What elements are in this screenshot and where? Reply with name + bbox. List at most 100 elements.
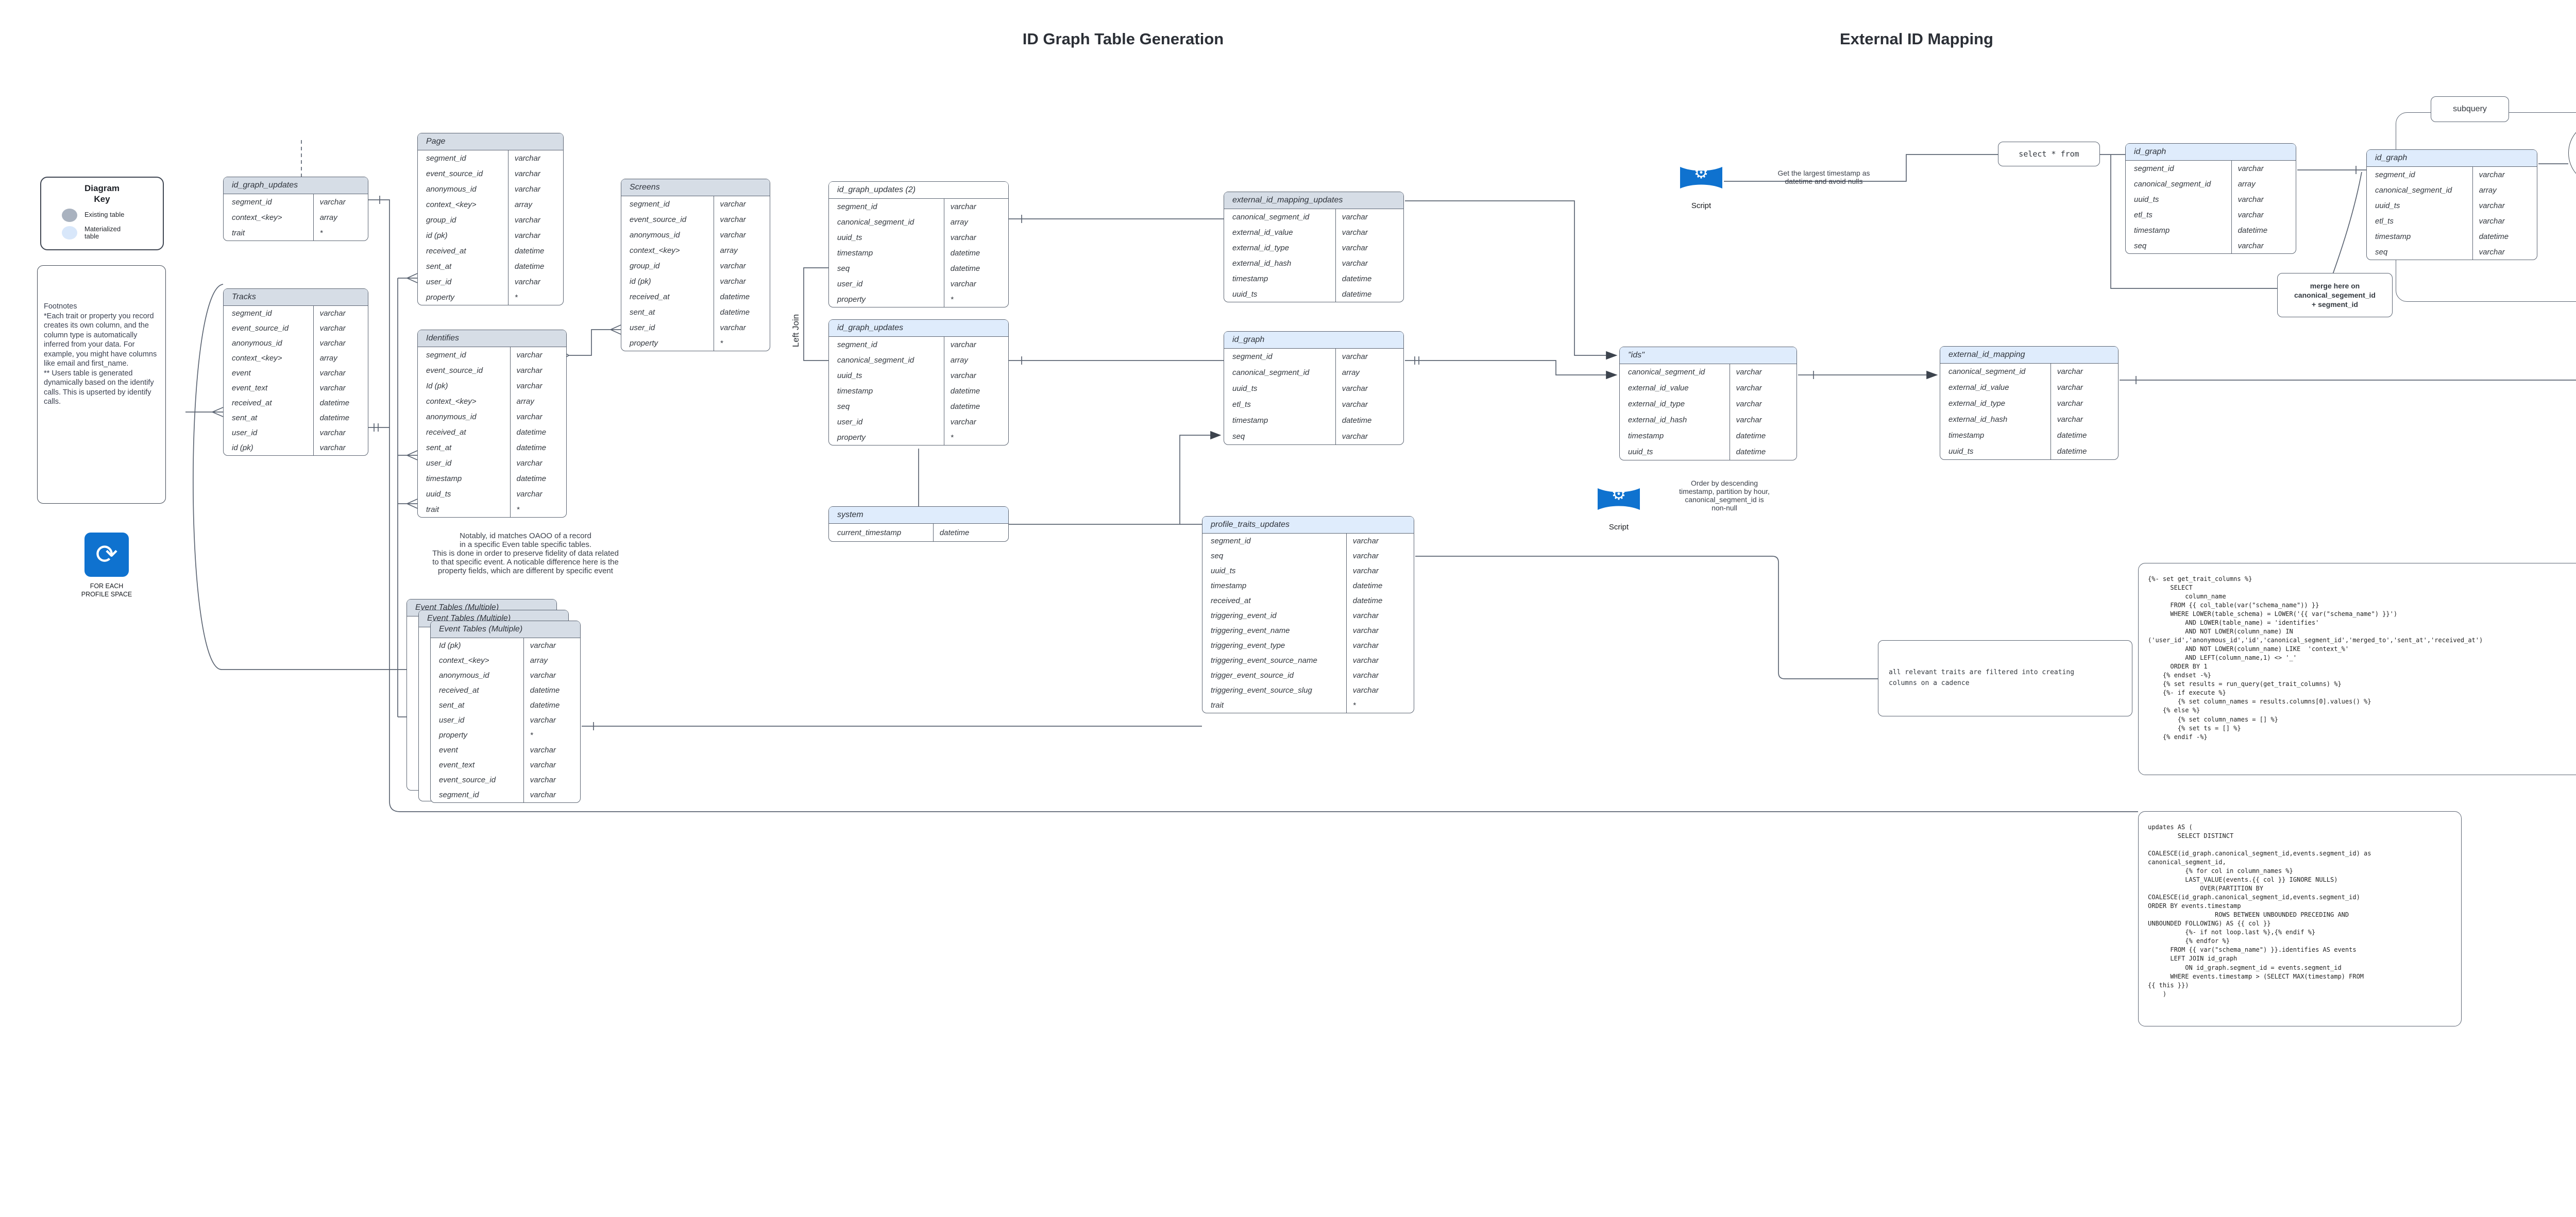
code-block-get-trait-columns[interactable]: {%- set get_trait_columns %} SELECT colu… bbox=[2138, 563, 2576, 775]
field-name: event_source_id bbox=[426, 366, 483, 375]
field-type: varchar bbox=[523, 787, 580, 802]
field-name: segment_id bbox=[1211, 537, 1251, 545]
field-type: array bbox=[1335, 365, 1403, 381]
field-name: triggering_event_name bbox=[1211, 626, 1290, 635]
footnotes[interactable]: Footnotes *Each trait or property you re… bbox=[37, 265, 166, 504]
field-type: varchar bbox=[313, 194, 368, 210]
script-shape-2[interactable]: ⚙ Script bbox=[1596, 482, 1641, 532]
table-title: id_graph_updates bbox=[232, 181, 298, 190]
field-type: * bbox=[943, 430, 1008, 445]
note-all-relevant-traits[interactable]: all relevant traits are filtered into cr… bbox=[1878, 640, 2132, 716]
script-label-2: Script bbox=[1608, 523, 1629, 532]
note-get-largest-timestamp[interactable]: Get the largest timestamp as datetime an… bbox=[1777, 169, 1870, 185]
field-type: datetime bbox=[1335, 286, 1403, 302]
diagram-key[interactable]: Diagram Key Existing table Materialized … bbox=[40, 177, 164, 250]
script-shape-1[interactable]: ⚙ Script bbox=[1679, 161, 1724, 210]
table-row: Id (pk)varchar bbox=[431, 638, 580, 653]
subquery-label[interactable]: subquery bbox=[2431, 96, 2509, 122]
field-type: varchar bbox=[1729, 364, 1797, 380]
field-type: array bbox=[523, 653, 580, 668]
field-type: varchar bbox=[2050, 364, 2118, 380]
field-name: id (pk) bbox=[232, 443, 253, 452]
select-from-box[interactable]: select * from bbox=[1998, 142, 2100, 166]
field-name: anonymous_id bbox=[426, 412, 477, 421]
table-title: external_id_mapping_updates bbox=[1232, 196, 1343, 204]
table-title: Event Tables (Multiple) bbox=[427, 614, 511, 623]
table-row: id (pk)varchar bbox=[621, 273, 770, 289]
note-notably[interactable]: Notably, id matches OAOO of a record in … bbox=[432, 532, 619, 575]
field-type: datetime bbox=[1346, 593, 1414, 608]
merge-note-box[interactable]: merge here on canonical_segement_id + se… bbox=[2277, 273, 2393, 317]
field-type: varchar bbox=[313, 366, 368, 381]
field-name: segment_id bbox=[837, 202, 877, 211]
field-name: property bbox=[426, 293, 455, 302]
for-each-profile-space[interactable]: ⟳ FOR EACH PROFILE SPACE bbox=[78, 533, 135, 599]
field-type: varchar bbox=[2050, 412, 2118, 427]
field-name: segment_id bbox=[2134, 164, 2174, 173]
code-block-updates-cte[interactable]: updates AS ( SELECT DISTINCT COALESCE(id… bbox=[2138, 811, 2462, 1026]
field-name: received_at bbox=[439, 686, 479, 695]
field-name: triggering_event_type bbox=[1211, 641, 1285, 650]
field-name: segment_id bbox=[1232, 352, 1273, 361]
table-row: triggering_event_type varchar bbox=[1202, 638, 1414, 653]
existing-table-label: Existing table bbox=[84, 211, 125, 219]
field-type: varchar bbox=[523, 773, 580, 787]
field-name: group_id bbox=[630, 261, 660, 270]
field-name: uuid_ts bbox=[1232, 384, 1258, 393]
note-order-by[interactable]: Order by descending timestamp, partition… bbox=[1679, 479, 1770, 512]
field-type: varchar bbox=[507, 274, 563, 289]
table-title: Tracks bbox=[232, 293, 256, 301]
field-type: varchar bbox=[507, 212, 563, 228]
field-name: external_id_value bbox=[1948, 383, 2009, 392]
field-type: datetime bbox=[943, 383, 1008, 399]
field-name: uuid_ts bbox=[2375, 201, 2400, 210]
table-title: "ids" bbox=[1628, 351, 1645, 359]
field-name: segment_id bbox=[232, 197, 272, 207]
field-type: varchar bbox=[1346, 638, 1414, 653]
field-name: canonical_segment_id bbox=[837, 355, 914, 365]
field-type: varchar bbox=[507, 150, 563, 166]
field-type: datetime bbox=[313, 410, 368, 425]
field-name: timestamp bbox=[837, 248, 873, 258]
field-name: external_id_hash bbox=[1948, 415, 2008, 424]
field-name: external_id_type bbox=[1628, 400, 1685, 408]
left-join-vertical-label: Left Join bbox=[791, 314, 801, 348]
field-name: uuid_ts bbox=[2134, 195, 2159, 204]
